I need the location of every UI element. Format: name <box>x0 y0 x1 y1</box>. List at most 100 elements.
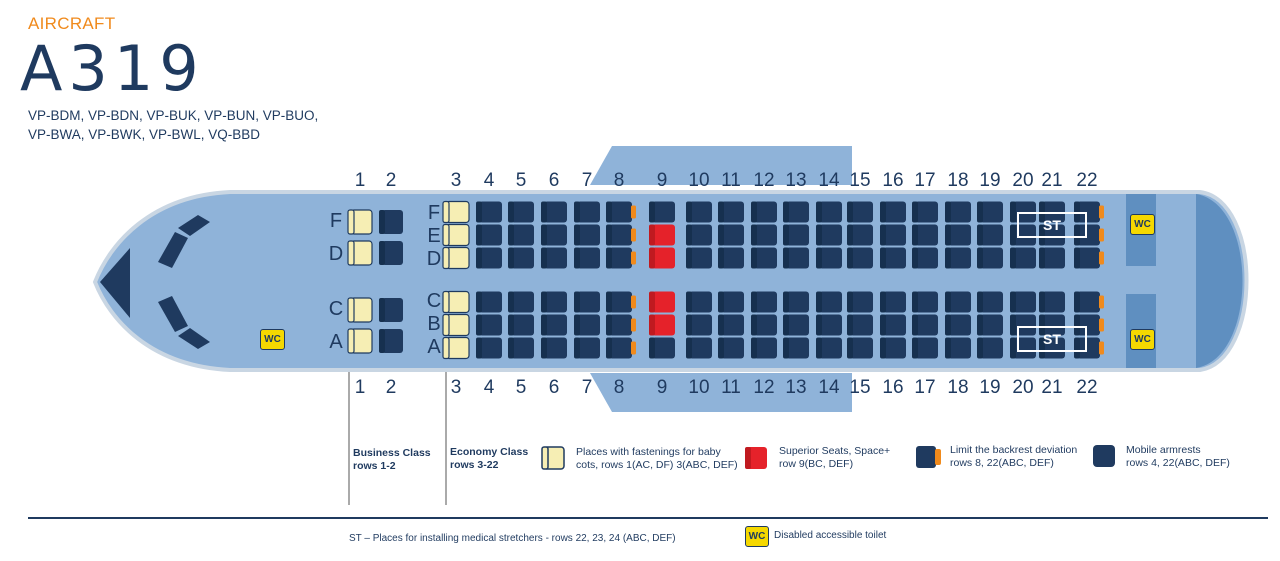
economy-seat-17[interactable] <box>912 314 938 336</box>
economy-seat-15[interactable] <box>847 201 873 223</box>
economy-seat-18[interactable] <box>945 224 971 246</box>
business-seat-1[interactable] <box>347 209 373 235</box>
economy-seat-9[interactable] <box>649 224 675 246</box>
economy-seat-22[interactable] <box>1074 314 1104 336</box>
economy-seat-22[interactable] <box>1074 337 1104 359</box>
economy-seat-13[interactable] <box>783 337 809 359</box>
economy-seat-18[interactable] <box>945 337 971 359</box>
economy-seat-11[interactable] <box>718 201 744 223</box>
economy-seat-13[interactable] <box>783 314 809 336</box>
economy-seat-11[interactable] <box>718 224 744 246</box>
economy-seat-21[interactable] <box>1039 247 1065 269</box>
economy-seat-3[interactable] <box>442 223 470 247</box>
economy-seat-21[interactable] <box>1039 224 1065 246</box>
economy-seat-15[interactable] <box>847 314 873 336</box>
business-seat-2[interactable] <box>379 210 403 234</box>
economy-seat-14[interactable] <box>816 314 842 336</box>
business-seat-1[interactable] <box>347 297 373 323</box>
economy-seat-4[interactable] <box>476 314 502 336</box>
economy-seat-19[interactable] <box>977 291 1003 313</box>
economy-seat-10[interactable] <box>686 337 712 359</box>
economy-seat-12[interactable] <box>751 224 777 246</box>
economy-seat-10[interactable] <box>686 201 712 223</box>
economy-seat-3[interactable] <box>442 246 470 270</box>
economy-seat-8[interactable] <box>606 224 636 246</box>
economy-seat-9[interactable] <box>649 201 675 223</box>
economy-seat-16[interactable] <box>880 314 906 336</box>
economy-seat-3[interactable] <box>442 200 470 224</box>
economy-seat-5[interactable] <box>508 247 534 269</box>
economy-seat-11[interactable] <box>718 291 744 313</box>
economy-seat-22[interactable] <box>1074 224 1104 246</box>
economy-seat-15[interactable] <box>847 247 873 269</box>
economy-seat-14[interactable] <box>816 224 842 246</box>
economy-seat-7[interactable] <box>574 247 600 269</box>
business-seat-1[interactable] <box>347 328 373 354</box>
economy-seat-18[interactable] <box>945 201 971 223</box>
economy-seat-4[interactable] <box>476 337 502 359</box>
economy-seat-16[interactable] <box>880 247 906 269</box>
economy-seat-17[interactable] <box>912 337 938 359</box>
economy-seat-6[interactable] <box>541 201 567 223</box>
economy-seat-9[interactable] <box>649 247 675 269</box>
economy-seat-7[interactable] <box>574 314 600 336</box>
business-seat-1[interactable] <box>347 240 373 266</box>
economy-seat-4[interactable] <box>476 291 502 313</box>
economy-seat-19[interactable] <box>977 224 1003 246</box>
economy-seat-8[interactable] <box>606 247 636 269</box>
economy-seat-16[interactable] <box>880 201 906 223</box>
economy-seat-17[interactable] <box>912 247 938 269</box>
economy-seat-22[interactable] <box>1074 247 1104 269</box>
economy-seat-8[interactable] <box>606 314 636 336</box>
economy-seat-5[interactable] <box>508 337 534 359</box>
economy-seat-5[interactable] <box>508 224 534 246</box>
economy-seat-4[interactable] <box>476 201 502 223</box>
economy-seat-9[interactable] <box>649 291 675 313</box>
economy-seat-5[interactable] <box>508 291 534 313</box>
economy-seat-8[interactable] <box>606 337 636 359</box>
economy-seat-21[interactable] <box>1039 291 1065 313</box>
economy-seat-10[interactable] <box>686 247 712 269</box>
economy-seat-20[interactable] <box>1010 247 1036 269</box>
economy-seat-11[interactable] <box>718 337 744 359</box>
economy-seat-7[interactable] <box>574 201 600 223</box>
economy-seat-15[interactable] <box>847 337 873 359</box>
economy-seat-3[interactable] <box>442 313 470 337</box>
business-seat-2[interactable] <box>379 298 403 322</box>
economy-seat-8[interactable] <box>606 291 636 313</box>
economy-seat-21[interactable] <box>1039 314 1065 336</box>
economy-seat-13[interactable] <box>783 291 809 313</box>
economy-seat-9[interactable] <box>649 314 675 336</box>
economy-seat-3[interactable] <box>442 336 470 360</box>
economy-seat-7[interactable] <box>574 337 600 359</box>
economy-seat-6[interactable] <box>541 314 567 336</box>
economy-seat-6[interactable] <box>541 337 567 359</box>
economy-seat-10[interactable] <box>686 224 712 246</box>
business-seat-2[interactable] <box>379 241 403 265</box>
economy-seat-12[interactable] <box>751 337 777 359</box>
economy-seat-3[interactable] <box>442 290 470 314</box>
economy-seat-19[interactable] <box>977 314 1003 336</box>
economy-seat-10[interactable] <box>686 291 712 313</box>
economy-seat-16[interactable] <box>880 291 906 313</box>
economy-seat-22[interactable] <box>1074 291 1104 313</box>
economy-seat-19[interactable] <box>977 201 1003 223</box>
economy-seat-20[interactable] <box>1010 291 1036 313</box>
economy-seat-18[interactable] <box>945 314 971 336</box>
economy-seat-17[interactable] <box>912 224 938 246</box>
economy-seat-17[interactable] <box>912 291 938 313</box>
economy-seat-8[interactable] <box>606 201 636 223</box>
economy-seat-13[interactable] <box>783 224 809 246</box>
economy-seat-17[interactable] <box>912 201 938 223</box>
economy-seat-18[interactable] <box>945 291 971 313</box>
economy-seat-15[interactable] <box>847 291 873 313</box>
economy-seat-5[interactable] <box>508 201 534 223</box>
economy-seat-12[interactable] <box>751 201 777 223</box>
economy-seat-13[interactable] <box>783 201 809 223</box>
economy-seat-16[interactable] <box>880 224 906 246</box>
economy-seat-11[interactable] <box>718 247 744 269</box>
business-seat-2[interactable] <box>379 329 403 353</box>
economy-seat-15[interactable] <box>847 224 873 246</box>
economy-seat-14[interactable] <box>816 337 842 359</box>
economy-seat-19[interactable] <box>977 337 1003 359</box>
